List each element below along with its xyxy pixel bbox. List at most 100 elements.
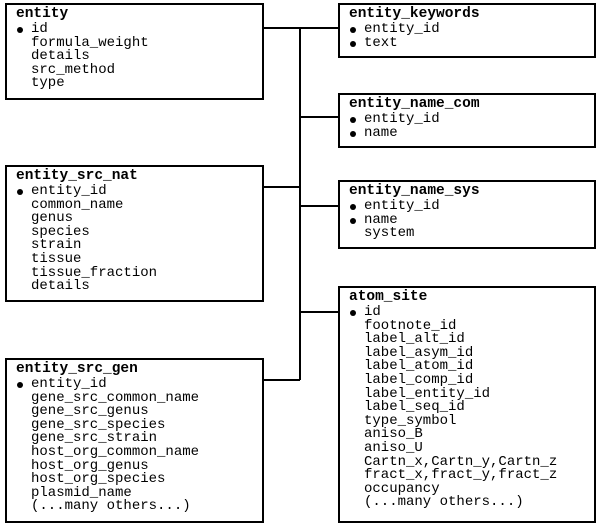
field-name: entity_id [364, 21, 440, 37]
field-name: Cartn_x,Cartn_y,Cartn_z [364, 453, 558, 470]
field-name: label_seq_id [364, 399, 465, 416]
field-name: formula_weight [31, 34, 149, 51]
field: label_asym_id [364, 344, 594, 361]
field-name: name [364, 211, 398, 228]
field: aniso_B [364, 426, 594, 443]
bullet-icon [350, 217, 356, 224]
field: fract_x,fract_y,fract_z [364, 468, 594, 483]
key-field: name [350, 211, 594, 228]
field-name: tissue [31, 250, 82, 267]
field-name: host_org_species [31, 471, 166, 488]
field: host_org_species [31, 471, 262, 488]
field: plasmid_name [31, 484, 262, 501]
key-field: id [350, 304, 594, 320]
field-name: species [31, 223, 90, 240]
field-name: occupancy [364, 480, 440, 497]
field: label_atom_id [364, 358, 594, 375]
field-name: gene_src_genus [31, 403, 149, 420]
field-name: common_name [31, 196, 124, 213]
field: details [31, 278, 262, 295]
field: species [31, 223, 262, 240]
bullet-icon [350, 130, 356, 137]
field: Cartn_x,Cartn_y,Cartn_z [364, 453, 594, 470]
field: label_seq_id [364, 399, 594, 416]
field-name: entity_id [364, 198, 440, 214]
field-name: gene_src_common_name [31, 389, 200, 406]
field-name: system [364, 225, 415, 242]
field: gene_src_common_name [31, 389, 262, 406]
field: label_comp_id [364, 371, 594, 388]
field: common_name [31, 196, 262, 213]
field-name: footnote_id [364, 317, 457, 334]
field-name: type_symbol [364, 412, 457, 429]
field: tissue [31, 250, 262, 267]
field: host_org_genus [31, 459, 262, 474]
field-name: gene_src_species [31, 416, 166, 433]
field: label_alt_id [364, 331, 594, 348]
field: details [31, 48, 262, 65]
field-name: src_method [31, 61, 116, 78]
field: (...many others...) [31, 498, 262, 515]
field-name: plasmid_name [31, 484, 132, 501]
key-field: entity_id [17, 183, 262, 199]
field: genus [31, 210, 262, 227]
field-name: text [364, 34, 398, 51]
field-name: (...many others...) [364, 494, 524, 511]
field-name: id [364, 304, 381, 320]
field: aniso_U [364, 439, 594, 456]
field: (...many others...) [364, 494, 594, 511]
bullet-icon [17, 27, 23, 33]
field-name: label_asym_id [364, 344, 474, 361]
field-name: genus [31, 210, 74, 227]
table-title: entity [16, 6, 69, 22]
field: type_symbol [364, 412, 594, 429]
field: gene_src_genus [31, 403, 262, 420]
field: strain [31, 238, 262, 253]
field: footnote_id [364, 317, 594, 334]
bullet-icon [350, 117, 356, 123]
bullet-icon [350, 310, 356, 316]
key-field: name [350, 124, 594, 141]
field-name: aniso_B [364, 426, 423, 443]
field-name: label_comp_id [364, 371, 474, 388]
table-title: entity_name_sys [349, 183, 480, 199]
field-name: name [364, 124, 398, 141]
field-name: label_entity_id [364, 385, 491, 402]
field-name: entity_id [31, 183, 107, 199]
table-title: entity_src_gen [16, 361, 138, 377]
key-field: entity_id [350, 21, 594, 37]
field-name: label_alt_id [364, 331, 465, 348]
table-title: entity_src_nat [16, 168, 138, 184]
field-name: id [31, 21, 48, 37]
field-name: aniso_U [364, 439, 423, 456]
key-field: entity_id [350, 198, 594, 214]
bullet-icon [17, 189, 23, 195]
field-name: details [31, 278, 90, 295]
field: formula_weight [31, 34, 262, 51]
field-name: label_atom_id [364, 358, 474, 375]
field-name: gene_src_strain [31, 430, 158, 447]
key-field: entity_id [17, 377, 262, 392]
bullet-icon [350, 40, 356, 47]
field: label_entity_id [364, 385, 594, 402]
field: type [31, 75, 262, 92]
key-field: entity_id [350, 111, 594, 127]
field: host_org_common_name [31, 445, 262, 460]
field-name: entity_id [364, 111, 440, 127]
field-name: details [31, 48, 90, 65]
field-name: type [31, 75, 65, 92]
key-field: text [350, 34, 594, 51]
table-title: entity_name_com [349, 96, 480, 112]
key-field: id [17, 21, 262, 37]
bullet-icon [350, 27, 356, 33]
field-name: (...many others...) [31, 498, 191, 515]
field: tissue_fraction [31, 264, 262, 281]
field-name: tissue_fraction [31, 264, 158, 281]
